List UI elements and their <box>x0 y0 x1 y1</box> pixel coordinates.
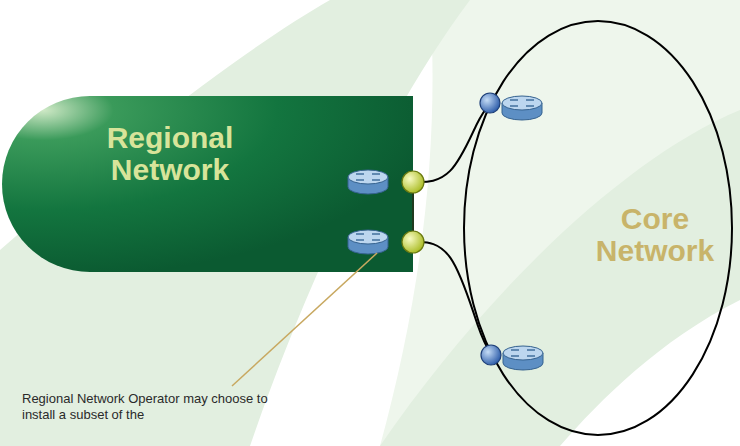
router-top <box>348 170 388 184</box>
network-link <box>413 103 491 182</box>
router-arrow <box>527 355 535 356</box>
port-dot <box>402 231 424 253</box>
router-icon <box>348 230 388 254</box>
router-arrow <box>510 99 518 100</box>
router-top <box>503 346 543 360</box>
port-dot <box>402 171 424 193</box>
router-icon <box>348 170 388 194</box>
region-outline <box>463 20 733 436</box>
region-outline <box>464 21 732 435</box>
router-arrow <box>527 349 535 350</box>
background-swoosh <box>380 0 740 446</box>
router-arrow <box>372 179 380 180</box>
router-arrow <box>511 349 519 350</box>
router-arrow <box>356 173 364 174</box>
callout-note: Regional Network Operator may choose to … <box>22 391 284 424</box>
router-group <box>348 96 543 370</box>
router-top <box>502 96 542 110</box>
router-arrow <box>511 355 519 356</box>
router-icon <box>503 346 543 370</box>
router-arrow <box>356 179 364 180</box>
router-arrow <box>372 173 380 174</box>
leader-line <box>232 253 377 386</box>
port-dot <box>480 93 500 113</box>
router-arrow <box>356 239 364 240</box>
background-swoosh <box>0 0 470 446</box>
router-arrow <box>372 239 380 240</box>
background-swoosh <box>380 110 740 446</box>
router-arrow <box>526 105 534 106</box>
port-dot <box>481 345 501 365</box>
network-link <box>413 242 492 355</box>
core-network-region: Core Network <box>463 20 733 436</box>
router-arrow <box>526 99 534 100</box>
router-arrow <box>356 233 364 234</box>
router-icon <box>502 96 542 120</box>
router-arrow <box>372 233 380 234</box>
region-title: Regional Network <box>95 122 245 187</box>
router-top <box>348 230 388 244</box>
region-title: Core Network <box>590 203 720 268</box>
region-fill <box>2 96 413 272</box>
router-arrow <box>510 105 518 106</box>
